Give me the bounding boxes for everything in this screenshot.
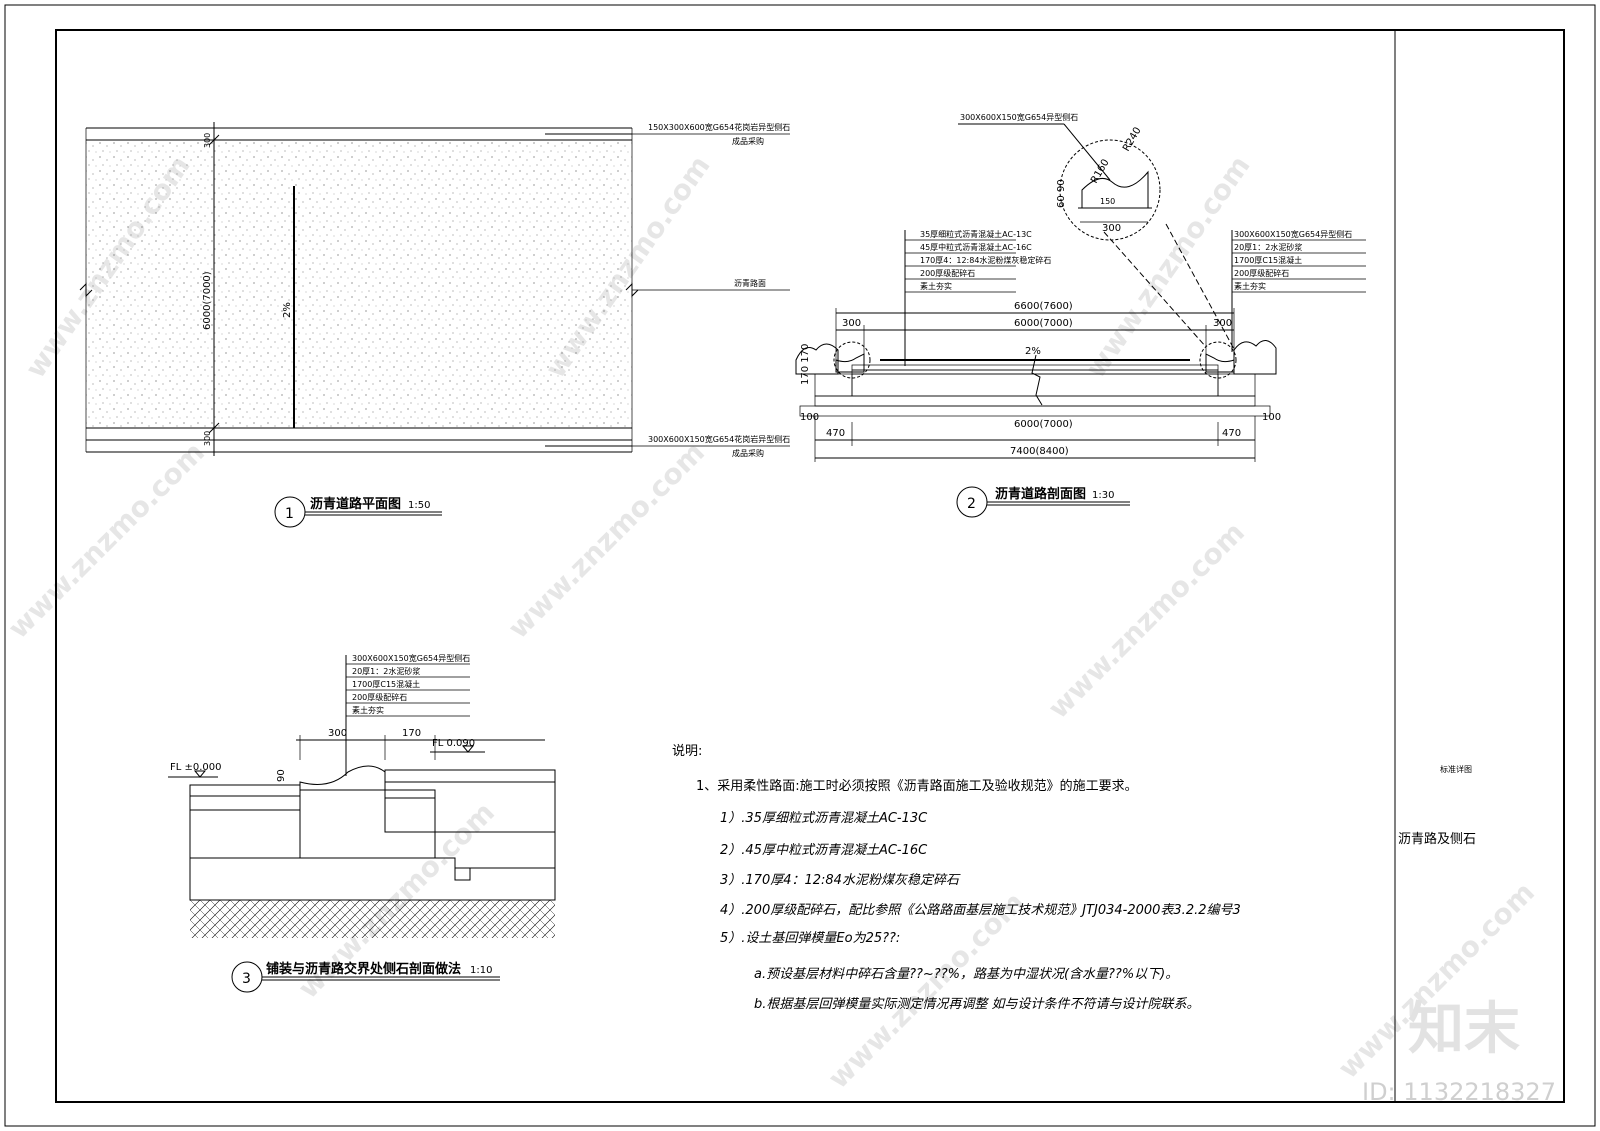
planting-right — [1233, 340, 1277, 375]
dim-bottom-left: 470 — [826, 428, 845, 439]
curb-dim-90: 90 — [1056, 179, 1067, 192]
graded-gravel — [189, 857, 556, 901]
dim-90: 90 — [276, 769, 287, 782]
dim-curb-left: 300 — [842, 318, 861, 329]
layer-right-4: 200厚级配碎石 — [1234, 268, 1289, 278]
paving-layer — [384, 769, 556, 783]
slope-label: 2% — [282, 302, 293, 318]
layer-left-2: 45厚中粒式沥青混凝土AC-16C — [920, 242, 1032, 252]
curb-dim-60: 60 — [1056, 195, 1067, 208]
watermark-text: www.znzmo.com — [1079, 150, 1257, 384]
title-block: 标准详图 沥青路及侧石 — [1398, 764, 1476, 847]
outer-border — [4, 4, 1596, 1127]
notes-block: 说明: 1、采用柔性路面:施工时必须按照《沥青路面施工及验收规范》的施工要求。 … — [672, 744, 1241, 1012]
asphalt-surface-plan — [86, 140, 632, 428]
drawing-scale: 1:50 — [408, 500, 430, 511]
layer-right-5: 素土夯实 — [1234, 281, 1266, 291]
id-watermark: ID: 1132218327 — [1362, 1078, 1556, 1106]
dim-100-left: 100 — [800, 412, 819, 423]
fl-right: FL 0.090 — [432, 738, 475, 749]
notes-heading: 说明: — [672, 744, 702, 759]
callout-top: 150X300X600宽G654花岗岩异型侧石 — [648, 122, 790, 132]
layer-3: 1700厚C15混凝土 — [352, 679, 420, 689]
detail-circle-right — [1199, 341, 1237, 379]
inner-border — [55, 29, 1565, 1103]
brand-watermark: 知末 — [1408, 997, 1520, 1062]
dim-300-bottom: 300 — [203, 431, 212, 446]
note-sub-3: 3）.170厚4：12:84水泥粉煤灰稳定碎石 — [720, 872, 961, 888]
drawing-title: 沥青道路平面图 — [310, 496, 401, 512]
watermark-text: www.znzmo.com — [2, 436, 211, 645]
drawing-number: 1 — [285, 506, 294, 522]
drawing-scale: 1:10 — [470, 965, 492, 976]
layer-left-3: 170厚4：12:84水泥粉煤灰稳定碎石 — [920, 255, 1051, 265]
layer-left-5: 素土夯实 — [920, 281, 952, 291]
note-sub-a: a.预设基层材料中碎石含量??~??%，路基为中湿状况(含水量??%以下)。 — [754, 967, 1178, 982]
dim-bottom-right: 470 — [1222, 428, 1241, 439]
layer-4: 200厚级配碎石 — [352, 692, 407, 702]
curb-detail-drawing: FL ±0.000 FL 0.090 300 170 90 300X600X15… — [168, 653, 556, 993]
note-sub-4: 4）.200厚级配碎石，配比参照《公路路面基层施工技术规范》JTJ034-200… — [720, 902, 1241, 918]
watermark-text: www.znzmo.com — [1042, 516, 1251, 725]
dim-300-top: 300 — [203, 133, 212, 148]
sheet-title: 沥青路及侧石 — [1398, 831, 1476, 847]
callout-mid: 沥青路面 — [734, 278, 766, 288]
fl-left: FL ±0.000 — [170, 762, 222, 773]
asphalt-layers — [189, 784, 301, 797]
callout-bottom: 300X600X150宽G654花岗岩异型侧石 — [648, 434, 790, 444]
dim-100-right: 100 — [1262, 412, 1281, 423]
callout-top-sub: 成品采购 — [732, 136, 764, 146]
curb-radius-240: R240 — [1121, 125, 1144, 153]
note-sub-2: 2）.45厚中粒式沥青混凝土AC-16C — [720, 842, 928, 858]
layer-right-1: 300X600X150宽G654异型侧石 — [1234, 229, 1352, 239]
curb-dim-300: 300 — [1102, 223, 1121, 234]
dim-curb-right: 300 — [1213, 318, 1232, 329]
dim-top-total: 6600(7600) — [1014, 301, 1073, 312]
dim-bottom-total: 7400(8400) — [1010, 446, 1069, 457]
note-sub-b: b.根据基层回弹模量实际测定情况再调整 如与设计条件不符请与设计院联系。 — [754, 996, 1200, 1012]
c15-concrete — [299, 789, 436, 859]
layer-right-3: 1700厚C15混凝土 — [1234, 255, 1302, 265]
note-sub-5: 5）.设土基回弹模量Eo为25??: — [720, 930, 900, 946]
layer-left-4: 200厚级配碎石 — [920, 268, 975, 278]
layer-right-2: 20厚1：2水泥砂浆 — [1234, 242, 1302, 252]
layer-2: 20厚1：2水泥砂浆 — [352, 666, 420, 676]
curb-radius-160: R160 — [1089, 157, 1112, 185]
dim-300: 300 — [328, 728, 347, 739]
dim-left-stack: 170 170 — [800, 344, 811, 385]
plan-drawing: 300 6000(7000) 300 2% 150X300X600宽G654花岗… — [79, 122, 790, 528]
drawing-number: 2 — [967, 496, 976, 512]
callout-bottom-sub: 成品采购 — [732, 448, 764, 458]
note-item-1: 1、采用柔性路面:施工时必须按照《沥青路面施工及验收规范》的施工要求。 — [696, 778, 1138, 794]
section-drawing: 6600(7600) 6000(7000) 300 300 2% 150 90 — [795, 112, 1366, 518]
enlarged-detail-circle — [1059, 139, 1161, 241]
detail-circle-left — [833, 341, 871, 379]
curb-profile — [1081, 170, 1149, 209]
drawing-title: 沥青道路剖面图 — [995, 486, 1086, 502]
titleblock-label: 标准详图 — [1440, 764, 1472, 774]
layer-5: 素土夯实 — [352, 705, 384, 715]
layer-1: 300X600X150宽G654异型侧石 — [352, 653, 470, 663]
drawing-scale: 1:30 — [1092, 490, 1114, 501]
compacted-soil — [190, 900, 555, 938]
layer-left-1: 35厚细粒式沥青混凝土AC-13C — [920, 229, 1032, 239]
drawing-title: 铺装与沥青路交界处侧石剖面做法 — [266, 961, 461, 977]
watermark-text: www.znzmo.com — [502, 436, 711, 645]
dim-road-width: 6000(7000) — [202, 271, 213, 330]
drawing-number: 3 — [242, 971, 251, 987]
slope-label: 2% — [1025, 346, 1041, 357]
dim-170: 170 — [402, 728, 421, 739]
curb-callout: 300X600X150宽G654异型侧石 — [960, 112, 1078, 122]
dim-bottom-inner: 6000(7000) — [1014, 419, 1073, 430]
planting-left — [795, 343, 839, 375]
curb-dim-150: 150 — [1100, 197, 1115, 206]
note-sub-1: 1）.35厚细粒式沥青混凝土AC-13C — [720, 810, 928, 826]
stabilized-base — [189, 809, 301, 859]
dim-top-inner: 6000(7000) — [1014, 318, 1073, 329]
